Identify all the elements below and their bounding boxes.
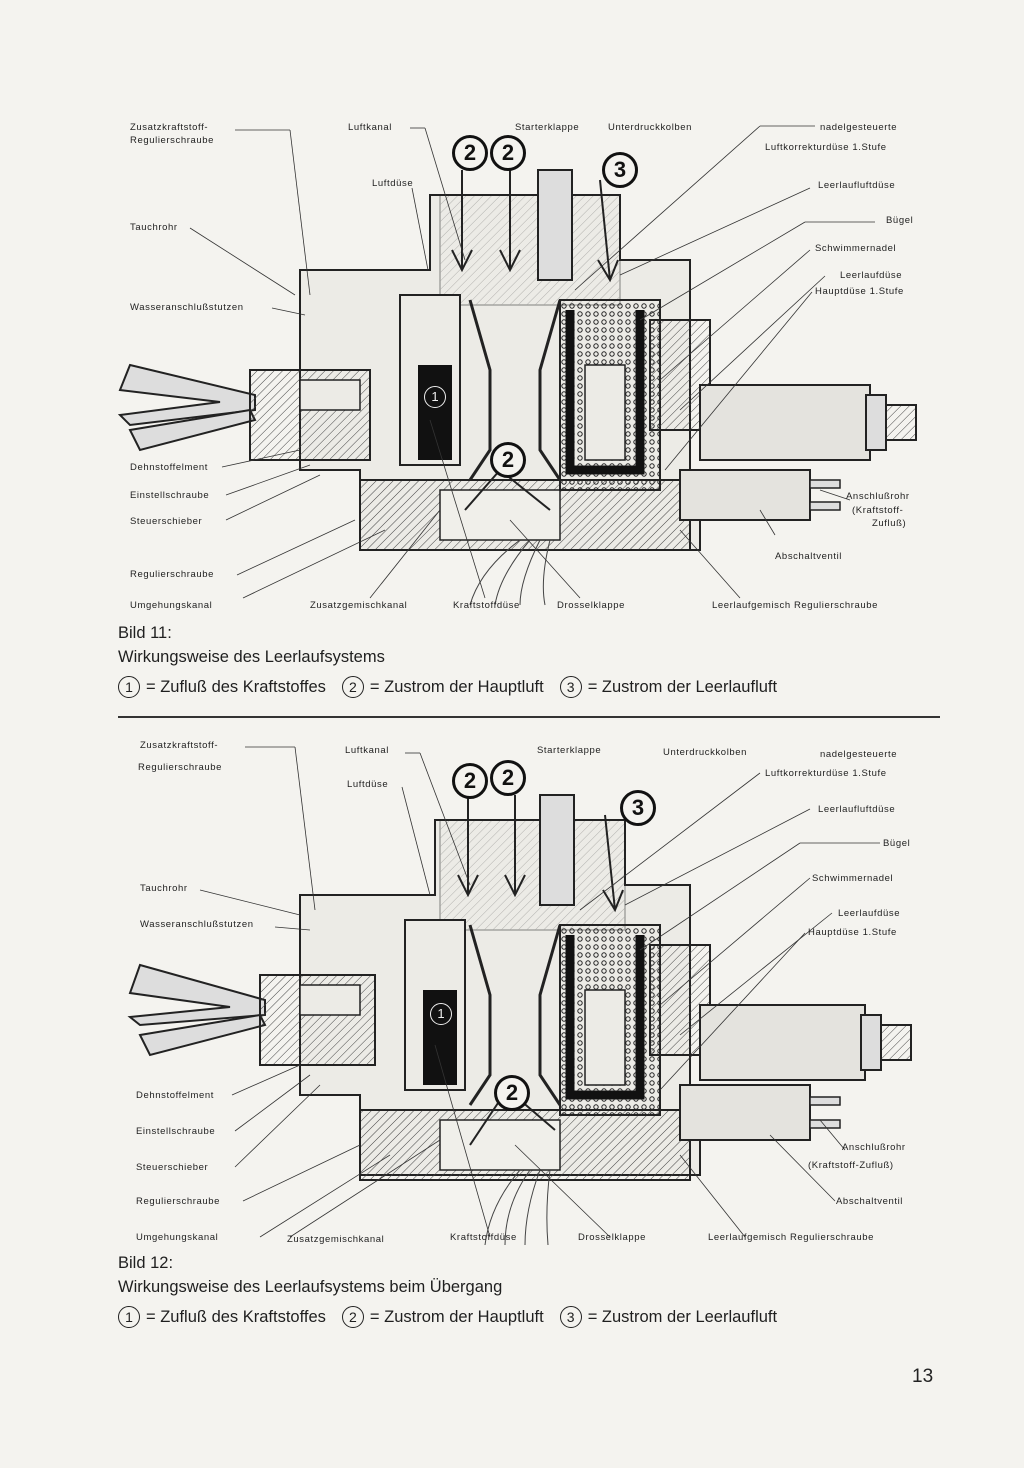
legend-marker-2: 2 bbox=[341, 1306, 364, 1328]
label-wasseranschluss: Wasseranschlußstutzen bbox=[130, 302, 244, 313]
carburetor-diagram-1 bbox=[117, 125, 917, 606]
label-drosselklappe: Drosselklappe bbox=[557, 600, 625, 611]
label-luftkorrekturduese: Luftkorrekturdüse 1.Stufe bbox=[765, 768, 887, 779]
marker-2-a: 2 bbox=[452, 763, 488, 799]
legend-text-1: = Zufluß des Kraftstoffes bbox=[146, 677, 326, 696]
label-regulierschraube-top: Regulierschraube bbox=[130, 135, 215, 146]
label-buegel: Bügel bbox=[886, 215, 914, 226]
label-leerlaufduese: Leerlaufdüse bbox=[838, 908, 901, 919]
label-anschlussrohr-2: (Kraftstoff- bbox=[852, 505, 904, 516]
label-hauptduese: Hauptdüse 1.Stufe bbox=[808, 927, 897, 938]
label-hauptduese: Hauptdüse 1.Stufe bbox=[815, 286, 904, 297]
label-umgehungskanal: Umgehungskanal bbox=[130, 600, 213, 611]
figure-bild-12: 2 2 3 2 1 Zusatzkraftstoff- Regulierschr… bbox=[0, 735, 1024, 1255]
label-dehnstoffelement: Dehnstoffelment bbox=[130, 462, 209, 473]
legend-text-2: = Zustrom der Hauptluft bbox=[369, 1307, 544, 1326]
label-luftkanal: Luftkanal bbox=[345, 745, 389, 756]
label-kraftstoffduese: Kraftstoffdüse bbox=[450, 1232, 517, 1243]
label-regulierschraube: Regulierschraube bbox=[136, 1196, 221, 1207]
label-nadelgesteuerte: nadelgesteuerte bbox=[820, 749, 898, 760]
label-nadelgesteuerte: nadelgesteuerte bbox=[820, 122, 898, 133]
caption-subtitle-bild-11: Wirkungsweise des Leerlaufsystems bbox=[118, 648, 385, 666]
page-number: 13 bbox=[912, 1366, 934, 1387]
label-leerlaufluftduese: Leerlaufluftdüse bbox=[818, 804, 896, 815]
label-unterdruckkolben: Unterdruckkolben bbox=[663, 747, 748, 758]
legend-marker-3: 3 bbox=[559, 1306, 582, 1328]
legend-marker-3: 3 bbox=[559, 676, 582, 698]
label-anschlussrohr-1: Anschlußrohr bbox=[846, 491, 910, 502]
label-luftkorrekturduese: Luftkorrekturdüse 1.Stufe bbox=[765, 142, 887, 153]
caption-title-bild-11: Bild 11: bbox=[118, 624, 172, 642]
marker-3: 3 bbox=[602, 152, 638, 188]
label-starterklappe: Starterklappe bbox=[515, 122, 580, 133]
label-kraftstoffduese: Kraftstoffdüse bbox=[453, 600, 520, 611]
label-unterdruckkolben: Unterdruckkolben bbox=[608, 122, 693, 133]
label-steuerschieber: Steuerschieber bbox=[136, 1162, 209, 1173]
label-tauchrohr: Tauchrohr bbox=[140, 883, 188, 894]
legend-text-2: = Zustrom der Hauptluft bbox=[369, 677, 544, 696]
legend-text-3: = Zustrom der Leerlaufluft bbox=[587, 677, 778, 696]
caption-title-bild-12: Bild 12: bbox=[118, 1254, 174, 1272]
marker-3: 3 bbox=[620, 790, 656, 826]
legend-bild-11: 1 = Zufluß des Kraftstoffes 2 = Zustrom … bbox=[118, 676, 793, 698]
label-anschlussrohr-2: (Kraftstoff-Zufluß) bbox=[808, 1160, 894, 1171]
label-luftkanal: Luftkanal bbox=[348, 122, 392, 133]
legend-marker-1: 1 bbox=[118, 676, 140, 698]
label-luftduese: Luftdüse bbox=[347, 779, 389, 790]
label-regulierschraube: Regulierschraube bbox=[130, 569, 215, 580]
marker-2-b: 2 bbox=[490, 760, 526, 796]
label-leerlaufluftduese: Leerlaufluftdüse bbox=[818, 180, 896, 191]
label-zusatzkraftstoff: Zusatzkraftstoff- bbox=[140, 740, 219, 751]
divider-rule bbox=[118, 716, 940, 718]
label-umgehungskanal: Umgehungskanal bbox=[136, 1232, 219, 1243]
caption-subtitle-bild-12: Wirkungsweise des Leerlaufsystems beim Ü… bbox=[118, 1278, 503, 1296]
label-dehnstoffelement: Dehnstoffelment bbox=[136, 1090, 215, 1101]
marker-2-b: 2 bbox=[490, 135, 526, 171]
label-zusatzgemischkanal: Zusatzgemischkanal bbox=[287, 1234, 385, 1245]
marker-1: 1 bbox=[424, 386, 446, 408]
label-zusatzgemischkanal: Zusatzgemischkanal bbox=[310, 600, 408, 611]
marker-2-a: 2 bbox=[452, 135, 488, 171]
label-einstellschraube: Einstellschraube bbox=[130, 490, 210, 501]
label-wasseranschluss: Wasseranschlußstutzen bbox=[140, 919, 254, 930]
label-schwimmernadel: Schwimmernadel bbox=[812, 873, 894, 884]
label-leerlaufgemisch: Leerlaufgemisch Regulierschraube bbox=[712, 600, 879, 611]
marker-2-c: 2 bbox=[490, 442, 526, 478]
marker-1: 1 bbox=[430, 1003, 452, 1025]
figure-bild-11: 2 2 3 2 1 Zusatzkraftstoff- Regulierschr… bbox=[0, 110, 1024, 620]
label-starterklappe: Starterklappe bbox=[537, 745, 602, 756]
label-leerlaufduese: Leerlaufdüse bbox=[840, 270, 903, 281]
label-luftduese: Luftdüse bbox=[372, 178, 414, 189]
label-buegel: Bügel bbox=[883, 838, 911, 849]
legend-marker-2: 2 bbox=[341, 676, 364, 698]
label-einstellschraube: Einstellschraube bbox=[136, 1126, 216, 1137]
label-abschaltventil: Abschaltventil bbox=[836, 1196, 904, 1207]
label-anschlussrohr-1: Anschlußrohr bbox=[842, 1142, 906, 1153]
marker-2-c: 2 bbox=[494, 1075, 530, 1111]
label-zusatzkraftstoff: Zusatzkraftstoff- bbox=[130, 122, 209, 133]
legend-marker-1: 1 bbox=[118, 1306, 140, 1328]
label-schwimmernadel: Schwimmernadel bbox=[815, 243, 897, 254]
legend-text-3: = Zustrom der Leerlaufluft bbox=[587, 1307, 778, 1326]
label-regulierschraube-top: Regulierschraube bbox=[138, 762, 223, 773]
label-anschlussrohr-3: Zufluß) bbox=[872, 518, 907, 529]
label-tauchrohr: Tauchrohr bbox=[130, 222, 178, 233]
label-drosselklappe: Drosselklappe bbox=[578, 1232, 646, 1243]
legend-text-1: = Zufluß des Kraftstoffes bbox=[146, 1307, 326, 1326]
carburetor-diagram-2 bbox=[127, 746, 912, 1246]
legend-bild-12: 1 = Zufluß des Kraftstoffes 2 = Zustrom … bbox=[118, 1306, 793, 1328]
label-steuerschieber: Steuerschieber bbox=[130, 516, 203, 527]
label-abschaltventil: Abschaltventil bbox=[775, 551, 843, 562]
label-leerlaufgemisch: Leerlaufgemisch Regulierschraube bbox=[708, 1232, 875, 1243]
